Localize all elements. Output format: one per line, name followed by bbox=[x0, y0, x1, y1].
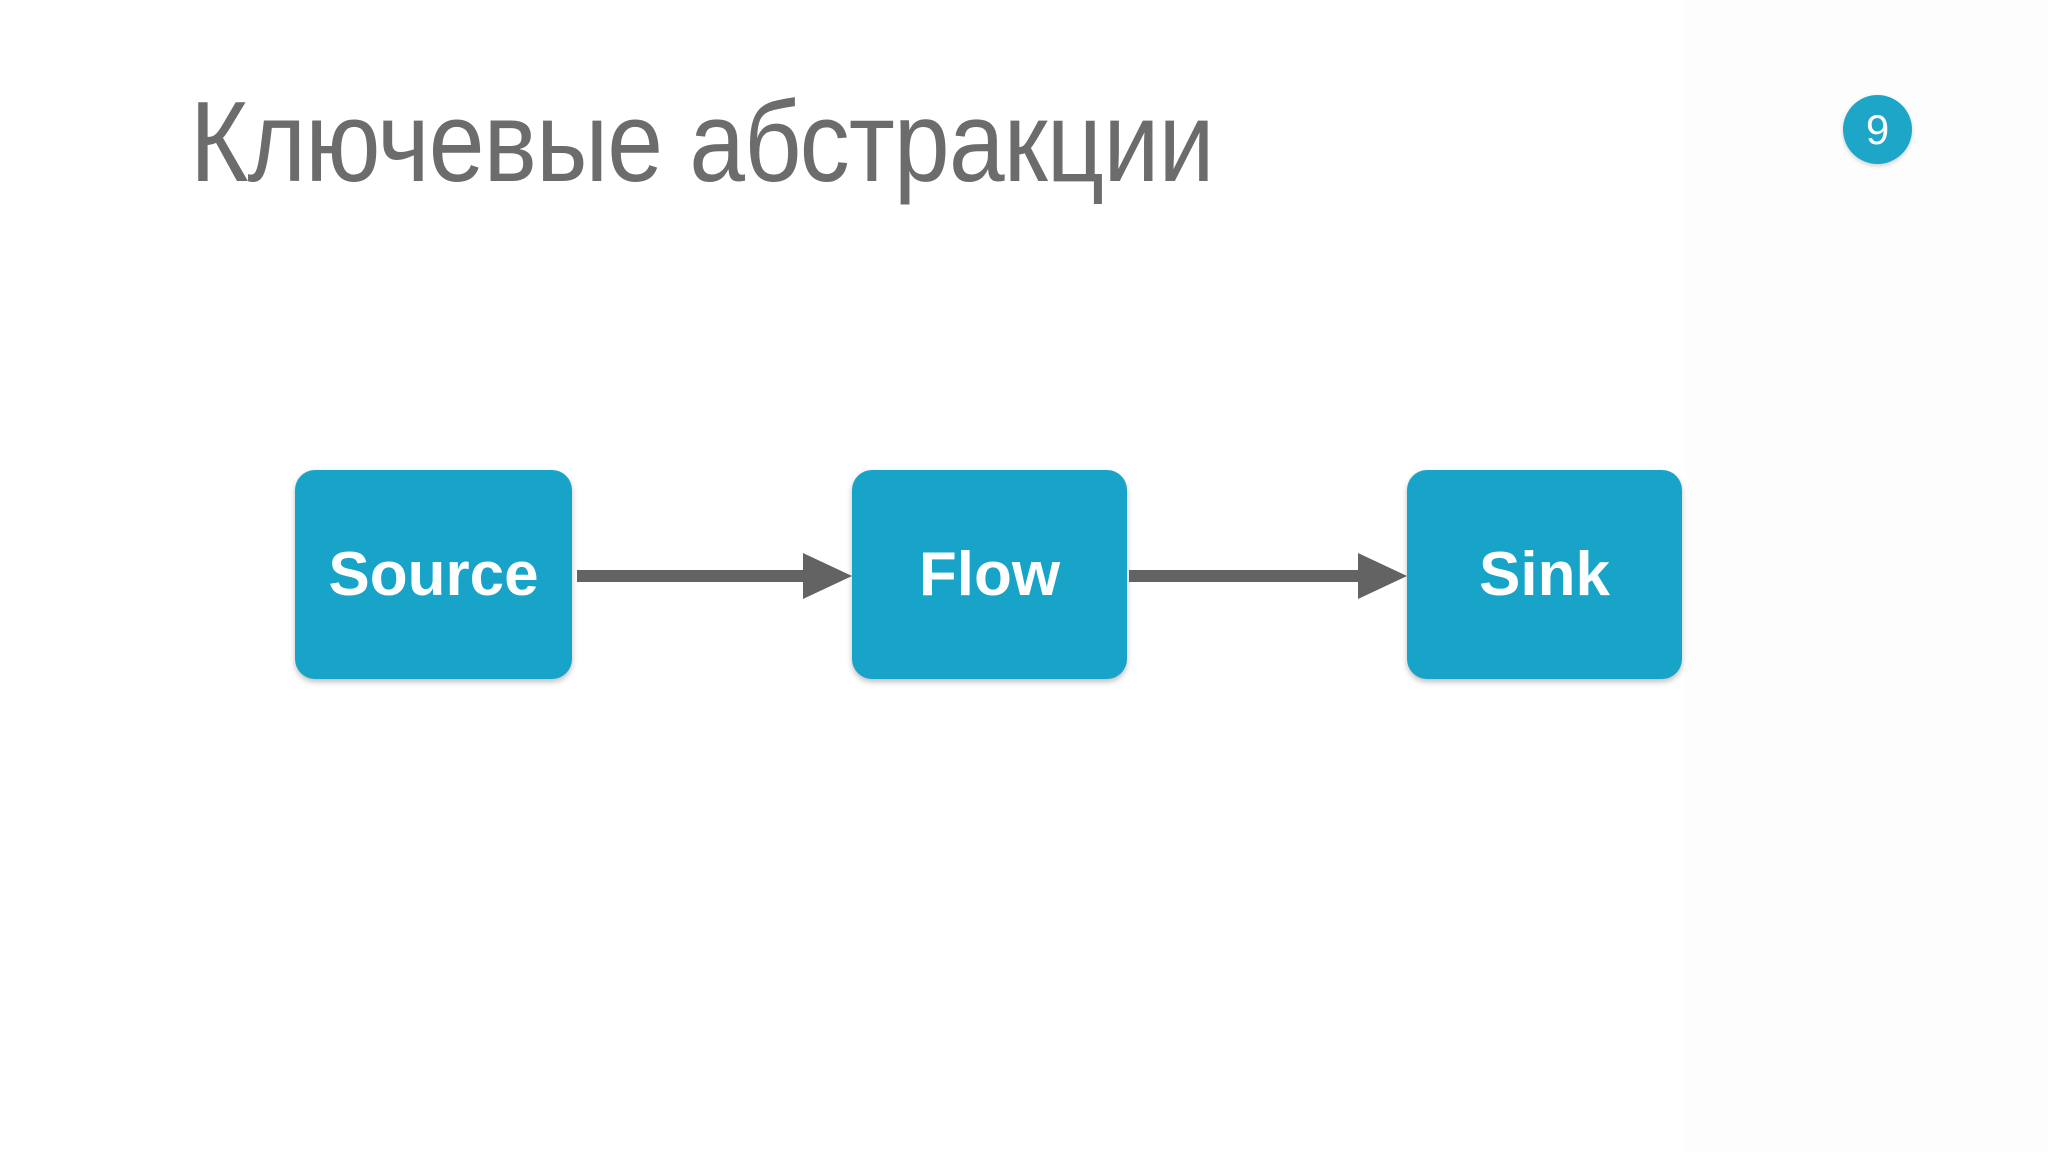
viewer-gutter bbox=[1685, 0, 2048, 1152]
slide-title: Ключевые абстракции bbox=[190, 79, 1215, 206]
page-number-badge: 9 bbox=[1843, 95, 1912, 164]
diagram-node-flow: Flow bbox=[852, 470, 1127, 679]
node-label-source: Source bbox=[328, 539, 539, 609]
page-number: 9 bbox=[1865, 105, 1890, 153]
node-label-flow: Flow bbox=[918, 539, 1061, 609]
flow-arrow-icon bbox=[1129, 553, 1407, 599]
diagram-node-source: Source bbox=[295, 470, 572, 679]
flow-arrow-icon bbox=[577, 553, 852, 599]
diagram-node-sink: Sink bbox=[1407, 470, 1682, 679]
node-label-sink: Sink bbox=[1479, 539, 1610, 609]
